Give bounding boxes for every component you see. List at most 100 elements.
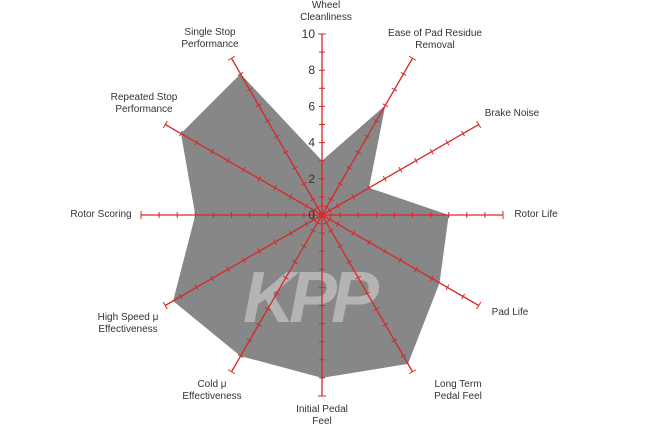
axis-tick	[288, 230, 293, 236]
axis-tick	[301, 181, 307, 186]
axis-tick	[364, 291, 371, 296]
axis-tick	[162, 301, 168, 310]
axis-tick	[310, 197, 316, 202]
axis-label: Initial Pedal Feel	[296, 404, 348, 427]
axis-tick	[226, 157, 230, 164]
axis-tick	[335, 221, 340, 227]
axis-tick	[246, 87, 253, 92]
axis-tick	[337, 181, 343, 186]
axis-tick	[282, 150, 289, 155]
axis-label: Pad Life	[491, 307, 529, 318]
axis-tick	[391, 338, 398, 343]
tick-label: 8	[308, 63, 315, 77]
axis-label: Rotor Scoring	[70, 209, 132, 220]
axis-tick	[273, 239, 277, 245]
axis-tick	[241, 166, 246, 173]
axis-tick	[335, 203, 340, 209]
axis-tick	[226, 266, 230, 273]
axis-tick	[461, 130, 466, 137]
axis-tick	[210, 275, 215, 282]
axis-tick	[414, 157, 418, 164]
axis-tick	[310, 228, 316, 233]
axis-tick	[241, 257, 246, 264]
data-area	[173, 73, 449, 378]
axis-tick	[382, 248, 387, 255]
axis-label: Cold μ Effectiveness	[182, 379, 242, 402]
axis-tick	[429, 275, 434, 282]
axis-label: Ease of Pad Residue Removal	[388, 28, 482, 51]
axis-label: Wheel Cleanliness	[300, 0, 352, 23]
axis-label: Rotor Life	[514, 209, 558, 220]
axis-tick	[257, 248, 262, 255]
axis-label: Repeated Stop Performance	[110, 92, 178, 115]
axis-tick	[346, 166, 352, 170]
axis-tick	[288, 194, 293, 200]
axis-tick	[408, 369, 417, 375]
axis-tick	[237, 71, 244, 76]
axis-tick	[194, 284, 199, 291]
axis-tick	[273, 134, 280, 139]
axis-tick	[346, 260, 352, 264]
axis-tick	[398, 166, 403, 173]
tick-label: 10	[302, 27, 316, 41]
axis-tick	[391, 87, 398, 92]
axis-tick	[273, 185, 277, 191]
axis-tick	[355, 275, 362, 280]
tick-label: 0	[308, 208, 315, 222]
axis-tick	[292, 166, 298, 170]
axis-tick	[328, 197, 334, 202]
axis-tick	[210, 148, 215, 155]
axis-label: Brake Noise	[484, 108, 540, 119]
axis-tick	[400, 71, 407, 76]
axis-tick	[255, 103, 262, 108]
axis-tick	[282, 275, 289, 280]
axis-tick	[162, 120, 168, 129]
axis-label: High Speed μ Effectiveness	[97, 312, 159, 335]
axis-tick	[246, 338, 253, 343]
axis-tick	[255, 322, 262, 327]
axis-tick	[400, 354, 407, 359]
axis-tick	[351, 194, 356, 200]
axis-tick	[373, 119, 380, 123]
axis-tick	[304, 221, 309, 227]
axis-tick	[382, 175, 387, 182]
axis-label: Single Stop Performance	[181, 27, 239, 50]
center-dot	[319, 212, 325, 218]
axis-tick	[461, 293, 466, 300]
tick-label: 6	[308, 99, 315, 113]
tick-label: 4	[308, 136, 315, 150]
axis-tick	[178, 293, 183, 300]
axis-tick	[237, 354, 244, 359]
axis-tick	[194, 139, 199, 146]
axis-tick	[337, 244, 343, 249]
axis-tick	[328, 228, 334, 233]
axis-tick	[364, 134, 371, 139]
axis-tick	[408, 55, 417, 61]
axis-tick	[355, 150, 362, 155]
axis-tick	[227, 55, 236, 61]
axis-tick	[382, 322, 389, 327]
axis-tick	[273, 291, 280, 296]
axis-tick	[264, 307, 271, 311]
axis-tick	[227, 369, 236, 375]
axis-tick	[398, 257, 403, 264]
axis-tick	[476, 120, 482, 129]
axis-label: Long Term Pedal Feel	[434, 379, 482, 402]
axis-tick	[367, 239, 371, 245]
axis-tick	[264, 119, 271, 123]
axis-tick	[445, 284, 450, 291]
axis-tick	[382, 103, 389, 108]
axis-tick	[292, 260, 298, 264]
center-ring	[312, 205, 332, 225]
axis-tick	[367, 185, 371, 191]
axis-tick	[373, 307, 380, 311]
tick-label: 2	[308, 172, 315, 186]
axis-tick	[301, 244, 307, 249]
axis-tick	[351, 230, 356, 236]
axis-tick	[445, 139, 450, 146]
axis-tick	[178, 130, 183, 137]
watermark-logo: KPP	[243, 258, 380, 338]
axis-tick	[304, 203, 309, 209]
axis-tick	[414, 266, 418, 273]
axis-tick	[257, 175, 262, 182]
